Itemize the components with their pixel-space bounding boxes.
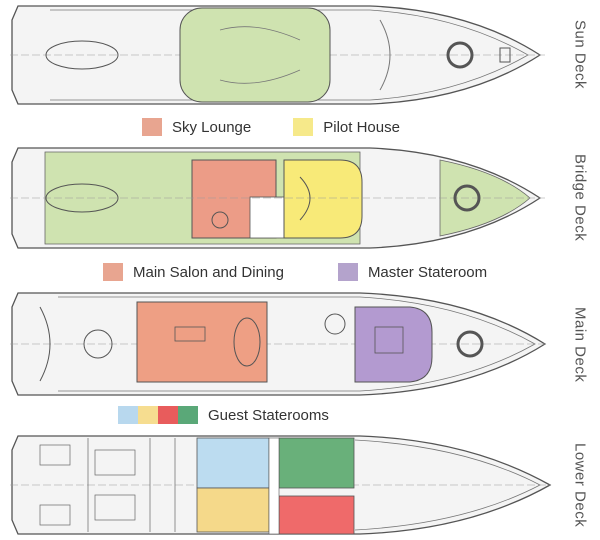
sun-deck-plan bbox=[0, 0, 560, 110]
guest-red-swatch bbox=[158, 406, 178, 424]
deck-label-lower: Lower Deck bbox=[571, 442, 589, 528]
sky-lounge-swatch bbox=[142, 118, 162, 136]
legend-item-main-salon: Main Salon and Dining bbox=[103, 263, 284, 281]
main-salon-swatch bbox=[103, 263, 123, 281]
master-stateroom-swatch bbox=[337, 263, 358, 281]
guest-blue-swatch bbox=[118, 406, 138, 424]
sun-deck-drawing bbox=[10, 5, 545, 105]
guest-green-swatch bbox=[178, 406, 198, 424]
lower-deck-drawing bbox=[10, 435, 552, 535]
legend-bridge: Sky Lounge Pilot House bbox=[142, 118, 442, 136]
deck-label-sun: Sun Deck bbox=[571, 20, 589, 90]
pilot-house-swatch bbox=[293, 118, 314, 136]
legend-item-master-stateroom: Master Stateroom bbox=[337, 263, 487, 281]
legend-item-guest-staterooms: Guest Staterooms bbox=[118, 406, 329, 424]
guest-staterooms-swatches bbox=[118, 406, 198, 424]
legend-main: Main Salon and Dining Master Stateroom bbox=[103, 263, 529, 281]
legend-lower: Guest Staterooms bbox=[118, 406, 371, 424]
bridge-deck-drawing bbox=[10, 147, 545, 249]
main-deck-plan bbox=[0, 287, 560, 402]
legend-item-pilot-house: Pilot House bbox=[293, 118, 400, 136]
guest-yellow-swatch bbox=[138, 406, 158, 424]
legend-item-sky-lounge: Sky Lounge bbox=[142, 118, 251, 136]
bridge-deck-plan bbox=[0, 142, 560, 254]
deck-label-main: Main Deck bbox=[571, 306, 589, 383]
deck-label-bridge: Bridge Deck bbox=[571, 154, 589, 242]
lower-deck-plan bbox=[0, 430, 560, 540]
main-deck-drawing bbox=[10, 292, 547, 396]
